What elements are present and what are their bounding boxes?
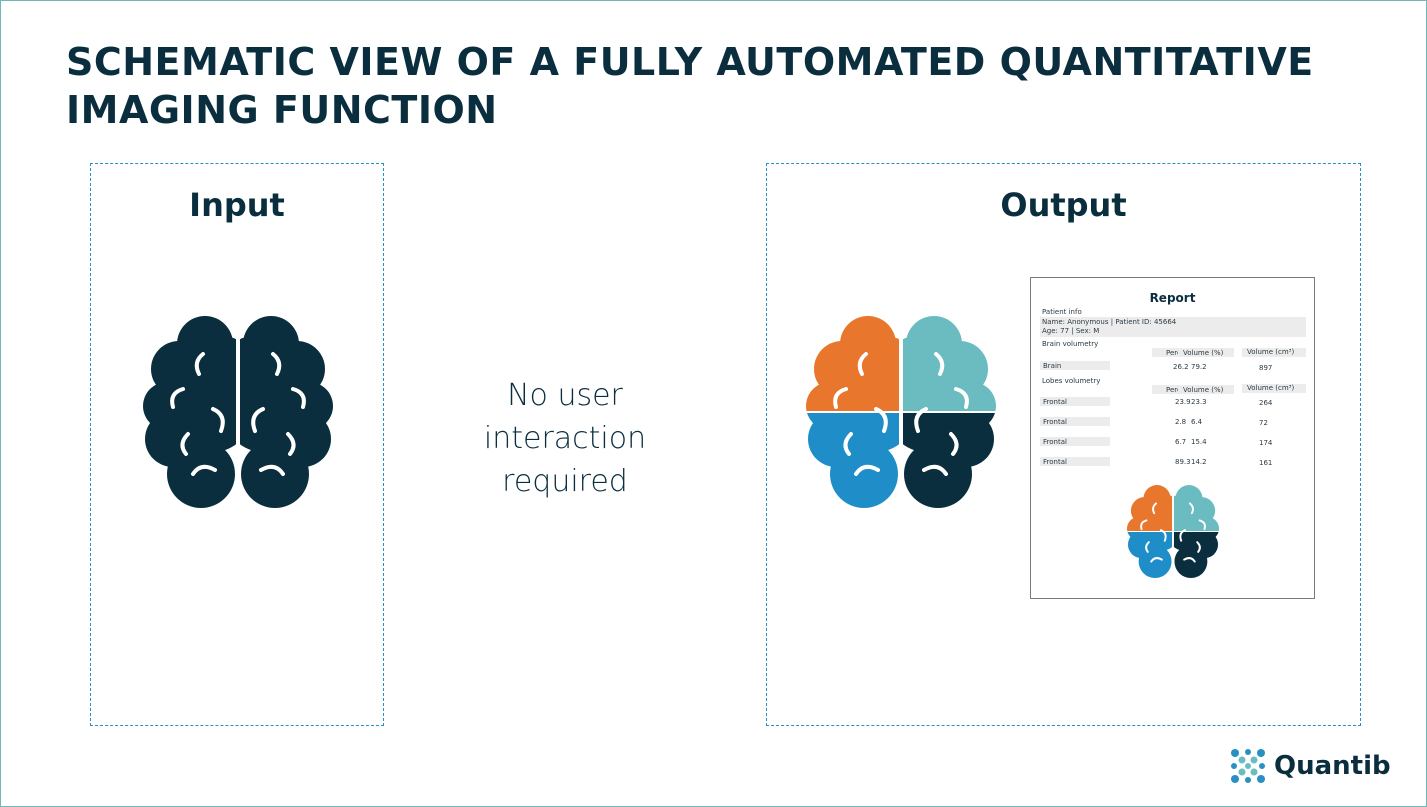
lobe-row-percentile: 23.9	[1175, 398, 1191, 406]
middle-text-line-2: interaction	[483, 421, 647, 456]
lobe-row-volume-pct: 23.3	[1191, 398, 1207, 406]
patient-info-box	[1040, 317, 1306, 337]
brain-row-percentile: 26.2	[1173, 363, 1189, 371]
brain-row-label: Brain	[1043, 362, 1062, 370]
report-document: Report Patient info Name: Anonymous | Pa…	[1030, 277, 1315, 599]
lobe-row-volume-cm3: 264	[1259, 399, 1273, 407]
output-panel: Output	[766, 163, 1361, 726]
slide-title-line-1: SCHEMATIC VIEW OF A FULLY AUTOMATED QUAN…	[66, 40, 1314, 84]
lobe-row-volume-cm3: 161	[1259, 459, 1273, 467]
patient-line-2: Age: 77 | Sex: M	[1042, 327, 1100, 335]
brain-row-volume-cm3: 897	[1259, 364, 1273, 372]
brain-col-volume-cm3: Volume (cm³)	[1247, 348, 1295, 356]
lobe-row-volume-cm3: 174	[1259, 439, 1273, 447]
no-user-interaction-text: No user interaction required	[455, 374, 675, 503]
lobes-col-box-3	[1242, 384, 1306, 393]
lobe-row-label: Frontal	[1043, 398, 1067, 406]
output-heading: Output	[1000, 186, 1127, 224]
patient-info-label: Patient info	[1042, 308, 1082, 316]
lobe-row-percentile: 89.3	[1175, 458, 1191, 466]
lobe-row-label: Frontal	[1043, 438, 1067, 446]
lobes-col-box-2	[1178, 385, 1234, 394]
brain-row-box	[1040, 361, 1110, 370]
lobe-row-box	[1040, 457, 1110, 466]
lobes-col-volume-pct: Volume (%)	[1183, 386, 1224, 394]
lobes-volumetry-label: Lobes volumetry	[1042, 377, 1101, 385]
quantib-logo-icon	[1231, 749, 1265, 783]
brain-col-box-3	[1242, 348, 1306, 357]
lobes-col-volume-cm3: Volume (cm³)	[1247, 384, 1295, 392]
quantib-logo-text: Quantib	[1274, 751, 1391, 781]
lobe-row-volume-pct: 15.4	[1191, 438, 1207, 446]
lobe-row-volume-cm3: 72	[1259, 419, 1268, 427]
lobe-row-label: Frontal	[1043, 418, 1067, 426]
input-heading: Input	[189, 186, 285, 224]
lobe-row-box	[1040, 397, 1110, 406]
lobe-row-volume-pct: 6.4	[1191, 418, 1203, 426]
lobe-row-percentile: 6.7	[1175, 438, 1187, 446]
brain-volumetry-label: Brain volumetry	[1042, 340, 1099, 348]
lobe-row-box	[1040, 437, 1110, 446]
lobe-row-label: Frontal	[1043, 458, 1067, 466]
middle-text-line-1: No user	[507, 378, 623, 413]
lobe-row-volume-pct: 14.2	[1191, 458, 1207, 466]
patient-line-1: Name: Anonymous | Patient ID: 45664	[1042, 318, 1177, 326]
lobe-row-box	[1040, 417, 1110, 426]
brain-col-box-2	[1178, 348, 1234, 357]
colored-brain-icon	[806, 314, 996, 514]
slide-title: SCHEMATIC VIEW OF A FULLY AUTOMATED QUAN…	[66, 38, 1366, 134]
report-brain-icon	[1127, 484, 1219, 583]
brain-icon	[143, 314, 333, 514]
brain-col-volume-pct: Volume (%)	[1183, 349, 1224, 357]
report-title: Report	[1149, 291, 1196, 305]
lobe-row-percentile: 2.8	[1175, 418, 1187, 426]
input-panel: Input	[90, 163, 384, 726]
quantib-logo: Quantib	[1230, 746, 1391, 786]
slide-title-line-2: IMAGING FUNCTION	[66, 88, 498, 132]
middle-text-line-3: required	[502, 464, 628, 499]
brain-row-volume-pct: 79.2	[1191, 363, 1207, 371]
